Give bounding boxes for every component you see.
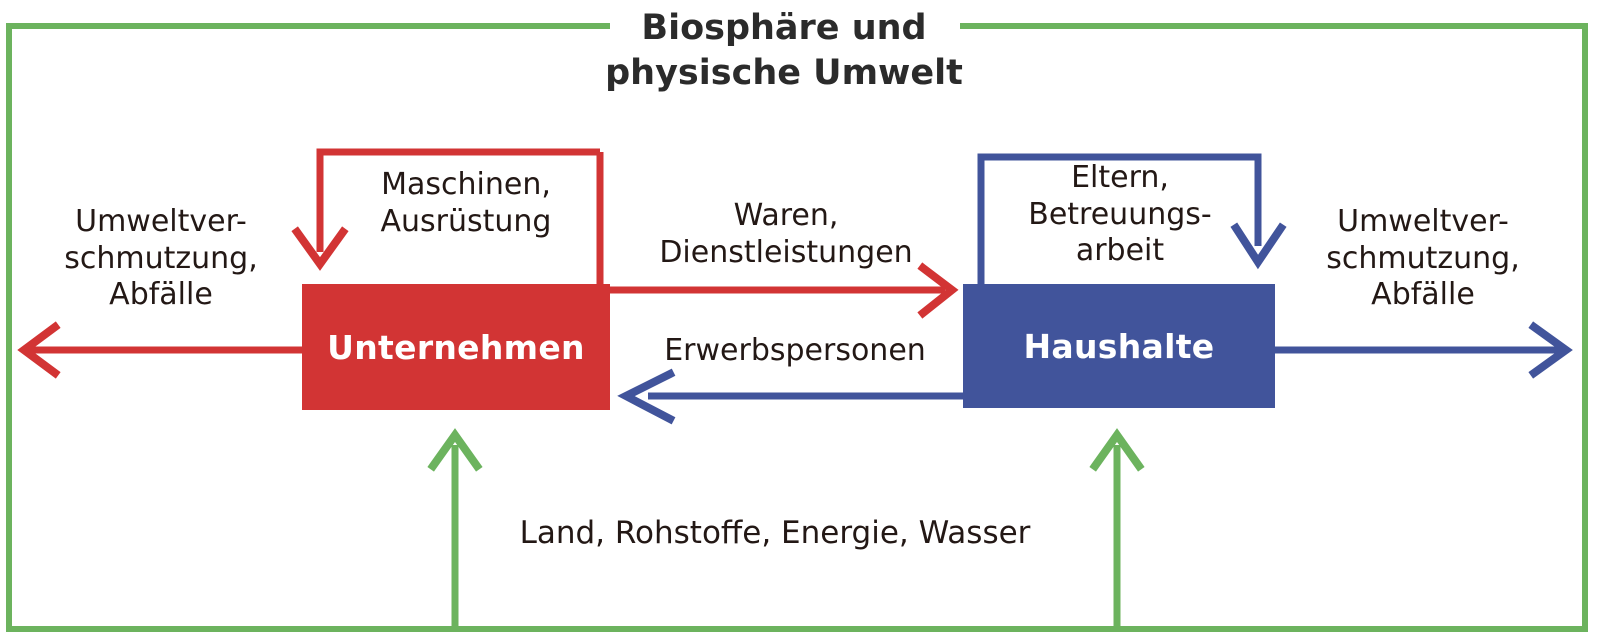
- arrow-workers: [617, 368, 963, 425]
- arrow-resources-firms: [427, 428, 483, 632]
- arrow-machines-loop: [291, 148, 604, 284]
- firms-box-label: Unternehmen: [327, 327, 585, 367]
- label-workers: Erwerbspersonen: [664, 333, 926, 368]
- label-machines: Maschinen, Ausrüstung: [380, 167, 552, 239]
- label-pollution-left: Umweltver- schmutzung, Abfälle: [64, 204, 258, 313]
- firms-box[interactable]: Unternehmen: [302, 284, 610, 410]
- arrow-parents-care-loop: [977, 153, 1287, 284]
- arrow-resources-households: [1089, 428, 1145, 632]
- diagram-title: Biosphäre und physische Umwelt: [605, 8, 963, 93]
- label-pollution-right: Umweltver- schmutzung, Abfälle: [1326, 204, 1520, 313]
- title-frame-gap: [610, 16, 960, 34]
- arrow-pollution-left: [17, 321, 302, 379]
- label-parents-care: Eltern, Betreuungs- arbeit: [1028, 160, 1212, 269]
- label-resources: Land, Rohstoffe, Energie, Wasser: [519, 515, 1031, 551]
- label-goods-services: Waren, Dienstleistungen: [659, 198, 913, 270]
- households-box[interactable]: Haushalte: [963, 284, 1275, 408]
- households-box-label: Haushalte: [1023, 326, 1215, 366]
- arrow-pollution-right: [1275, 321, 1573, 379]
- arrow-goods-services: [610, 262, 959, 319]
